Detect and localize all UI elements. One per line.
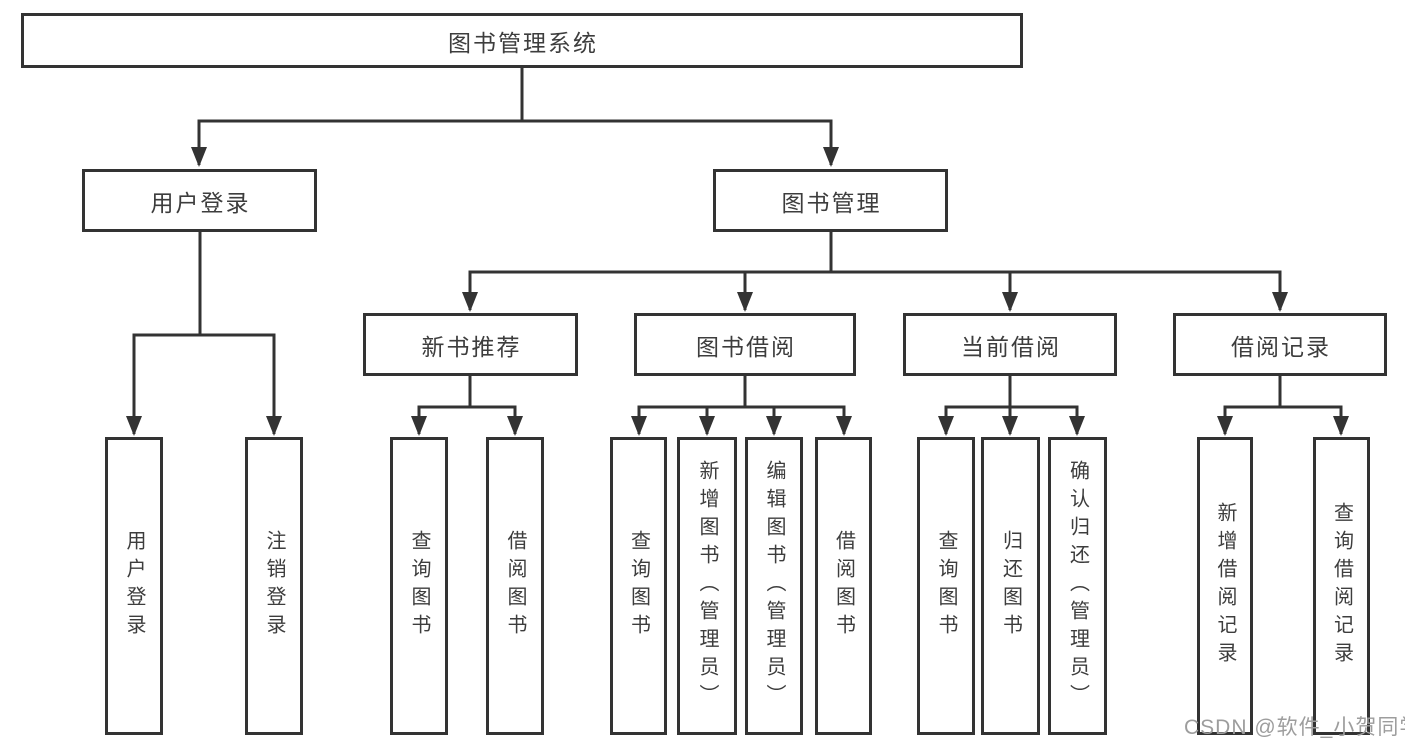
leaf-confirm-return-admin: 确认归还（管理员）: [1048, 437, 1107, 735]
leaf-borrow-books-borrowing-label: 借阅图书: [832, 530, 855, 642]
leaf-borrow-books-borrowing: 借阅图书: [815, 437, 872, 735]
leaf-query-books-borrowing-label: 查询图书: [627, 530, 650, 642]
leaf-add-books-admin: 新增图书（管理员）: [677, 437, 737, 735]
connector-current-borrowing-children: [938, 374, 1085, 436]
leaf-query-borrow-record-label: 查询借阅记录: [1330, 502, 1353, 670]
connector-root-to-level2: [191, 66, 839, 167]
leaf-add-borrow-record: 新增借阅记录: [1197, 437, 1253, 735]
node-user-login: 用户登录: [82, 169, 317, 232]
connector-book-management-children: [462, 230, 1288, 312]
node-current-borrowing: 当前借阅: [903, 313, 1117, 376]
leaf-return-books: 归还图书: [981, 437, 1040, 735]
connector-book-borrowing-children: [631, 374, 852, 436]
leaf-query-books-borrowing: 查询图书: [610, 437, 667, 735]
leaf-return-books-label: 归还图书: [999, 530, 1022, 642]
node-library-management-system-label: 图书管理系统: [448, 29, 598, 56]
node-current-borrowing-label: 当前借阅: [961, 333, 1061, 360]
leaf-borrow-books-recommend-label: 借阅图书: [504, 530, 526, 642]
node-user-login-label: 用户登录: [150, 189, 251, 216]
node-book-borrowing: 图书借阅: [634, 313, 856, 376]
node-book-management: 图书管理: [713, 169, 948, 232]
leaf-edit-books-admin-label: 编辑图书（管理员）: [763, 460, 785, 712]
leaf-logout: 注销登录: [245, 437, 303, 735]
leaf-add-books-admin-label: 新增图书（管理员）: [696, 460, 718, 712]
node-borrowing-records-label: 借阅记录: [1231, 333, 1331, 360]
connector-borrowing-records-children: [1217, 374, 1349, 436]
leaf-borrow-books-recommend: 借阅图书: [486, 437, 544, 735]
leaf-logout-label: 注销登录: [263, 530, 285, 642]
node-new-book-recommend: 新书推荐: [363, 313, 578, 376]
leaf-query-books-current: 查询图书: [917, 437, 975, 735]
leaf-user-login-label: 用户登录: [123, 530, 145, 642]
csdn-watermark: CSDN @软件_小贺同学: [1184, 716, 1405, 739]
leaf-query-books-recommend-label: 查询图书: [408, 530, 430, 642]
leaf-edit-books-admin: 编辑图书（管理员）: [745, 437, 803, 735]
node-borrowing-records: 借阅记录: [1173, 313, 1387, 376]
leaf-query-books-recommend: 查询图书: [390, 437, 448, 735]
connector-new-book-recommend-children: [411, 374, 523, 436]
leaf-query-books-current-label: 查询图书: [935, 530, 957, 642]
node-book-management-label: 图书管理: [781, 189, 882, 216]
leaf-query-borrow-record: 查询借阅记录: [1313, 437, 1370, 735]
leaf-add-borrow-record-label: 新增借阅记录: [1214, 502, 1236, 670]
leaf-confirm-return-admin-label: 确认归还（管理员）: [1066, 460, 1089, 712]
node-book-borrowing-label: 图书借阅: [696, 333, 796, 360]
node-new-book-recommend-label: 新书推荐: [421, 333, 522, 360]
node-library-management-system: 图书管理系统: [21, 13, 1023, 68]
connector-user-login-children: [126, 230, 282, 436]
leaf-user-login: 用户登录: [105, 437, 163, 735]
